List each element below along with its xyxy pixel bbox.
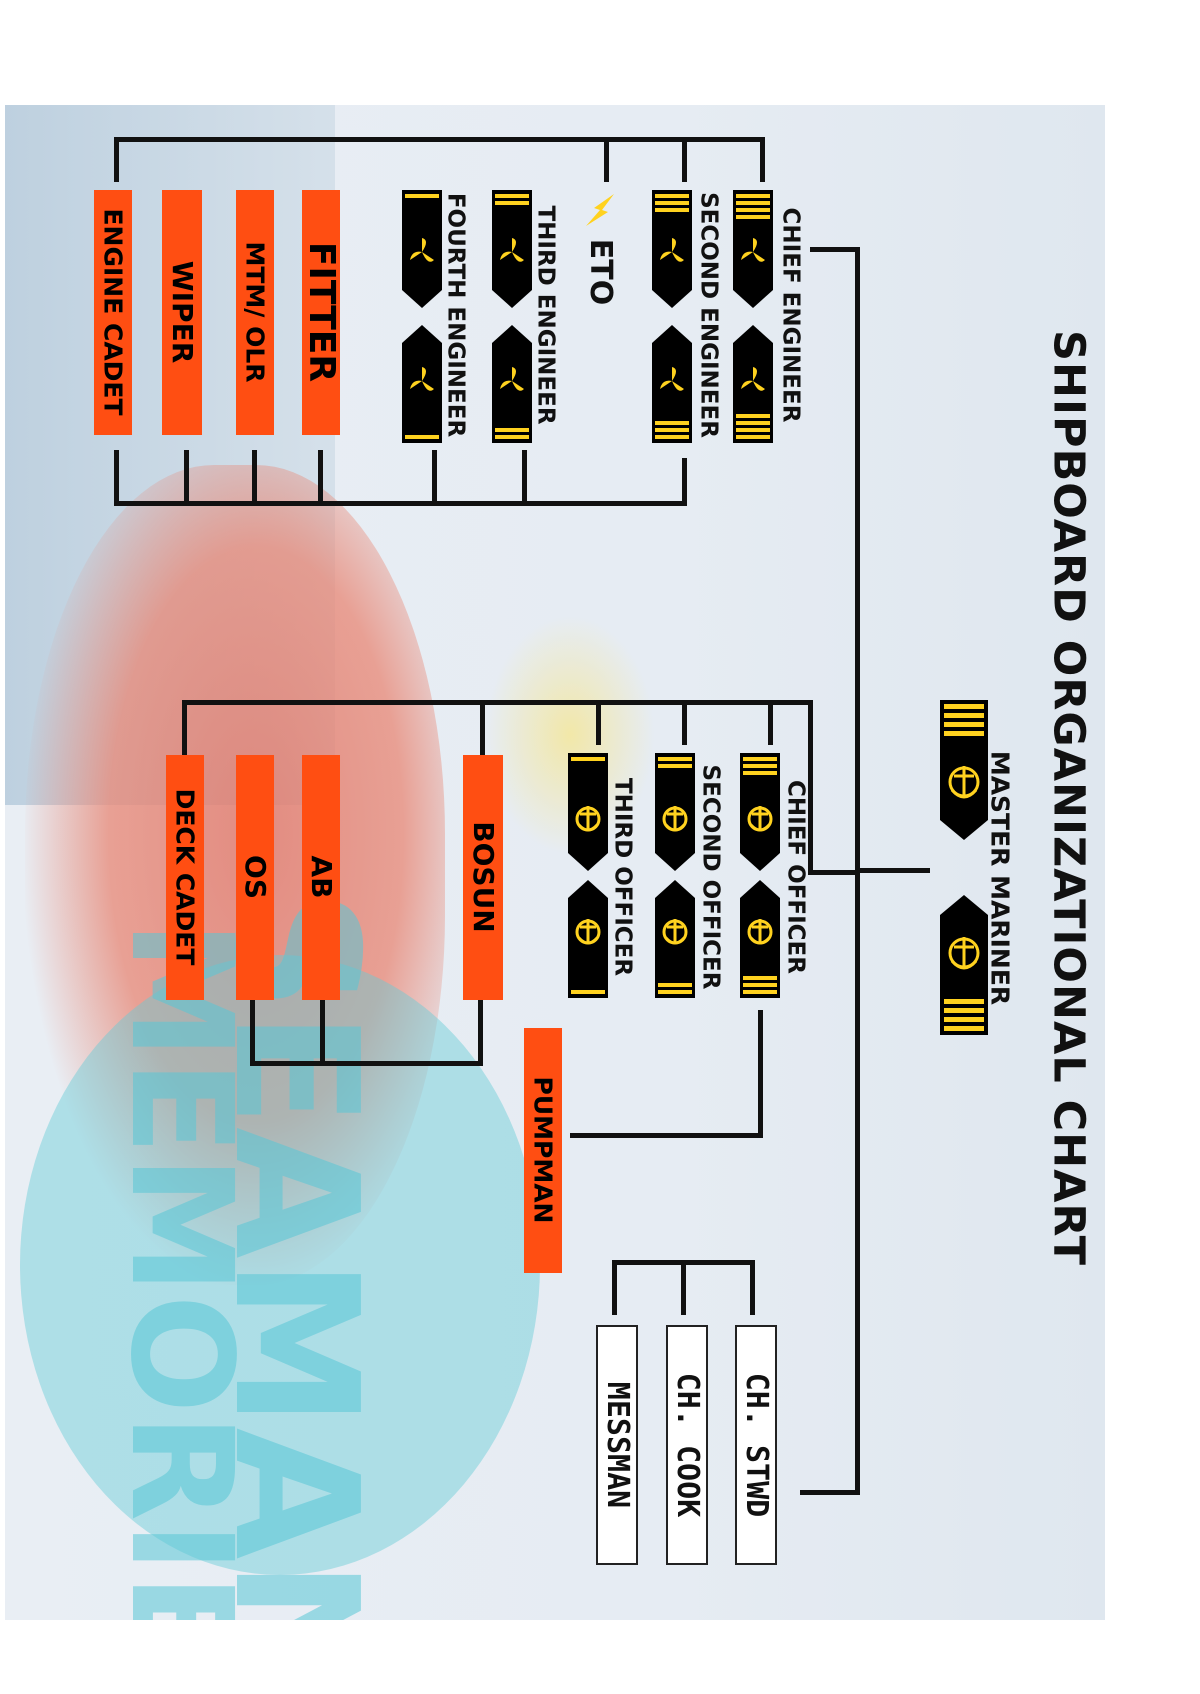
engine-drop-cadet — [114, 137, 119, 182]
chart-poster: SEAMAN MEMORIES — [5, 105, 1105, 1620]
background-watermark-circle — [20, 955, 540, 1575]
engine-rise-second — [682, 458, 687, 506]
connector-to-chief-engineer — [810, 247, 860, 252]
deck-bosun-bracket — [250, 1061, 483, 1066]
pumpman-box — [524, 1028, 562, 1273]
chief-engineer-epaulette-1 — [733, 190, 773, 308]
second-officer-epaulette-2 — [655, 880, 695, 998]
deck-bracket-top — [182, 700, 812, 705]
eto-label: ETO — [583, 238, 618, 306]
ab-label: AB — [305, 855, 338, 899]
engine-rise-third — [522, 450, 527, 506]
catering-drop-stwd — [750, 1260, 755, 1315]
mtm-olr-label: MTM/ OLR — [240, 241, 270, 383]
catering-drop-messman — [612, 1260, 617, 1315]
pumpman-connector-vertical — [758, 1010, 763, 1138]
master-label: MASTER MARINER — [985, 750, 1015, 1006]
engine-rise-fourth — [432, 450, 437, 506]
ab-box — [302, 755, 340, 1000]
engine-bracket-bottom — [114, 501, 687, 506]
mtm-olr-box — [236, 190, 274, 435]
messman-box — [596, 1325, 638, 1565]
messman-label: MESSMAN — [600, 1381, 635, 1509]
third-engineer-label: THIRD ENGINEER — [532, 205, 559, 425]
deck-drop-second — [682, 700, 687, 745]
fourth-engineer-epaulette-1 — [402, 190, 442, 308]
deck-bosun-rise — [478, 1000, 483, 1066]
master-epaulette-2 — [940, 895, 988, 1035]
chief-officer-epaulette-2 — [740, 880, 780, 998]
bosun-box — [463, 755, 503, 1000]
deck-os-rise — [250, 1000, 255, 1066]
connector-deck-stub — [808, 700, 813, 875]
wiper-box — [162, 190, 202, 435]
deck-cadet-label: DECK CADET — [170, 788, 200, 966]
connector-to-catering — [800, 1490, 860, 1495]
third-engineer-epaulette-1 — [492, 190, 532, 308]
chief-engineer-epaulette-2 — [733, 325, 773, 443]
chief-cook-box — [666, 1325, 708, 1565]
os-label: OS — [239, 855, 272, 899]
third-officer-label: THIRD OFFICER — [609, 777, 636, 977]
os-box — [236, 755, 274, 1000]
pumpman-connector-horizontal — [570, 1133, 763, 1138]
engine-rise-mtm — [252, 450, 257, 506]
deck-drop-cadet — [182, 700, 187, 755]
background-worker-figure — [25, 465, 445, 1285]
fitter-box — [302, 190, 340, 435]
second-officer-epaulette-1 — [655, 753, 695, 871]
engine-cadet-box — [94, 190, 132, 435]
third-engineer-epaulette-2 — [492, 325, 532, 443]
chief-engineer-label: CHIEF ENGINEER — [777, 207, 804, 423]
chief-officer-epaulette-1 — [740, 753, 780, 871]
lightning-icon — [586, 194, 614, 226]
engine-rise-fitter — [318, 450, 323, 506]
third-officer-epaulette-1 — [568, 753, 608, 871]
deck-ab-rise — [320, 1000, 325, 1066]
chief-cook-label: CH. COOK — [670, 1372, 705, 1518]
deck-drop-third — [596, 700, 601, 745]
pumpman-label: PUMPMAN — [528, 1076, 558, 1224]
deck-drop-bosun — [480, 700, 485, 755]
deck-drop-chief — [768, 700, 773, 745]
fitter-label: FITTER — [301, 241, 342, 383]
bosun-label: BOSUN — [467, 821, 500, 933]
engine-drop-chief — [760, 137, 765, 182]
wiper-label: WIPER — [166, 260, 199, 364]
fourth-engineer-epaulette-2 — [402, 325, 442, 443]
deck-cadet-box — [166, 755, 204, 1000]
catering-drop-cook — [681, 1260, 686, 1315]
fourth-engineer-label: FOURTH ENGINEER — [442, 192, 469, 438]
engine-rise-cadet — [114, 450, 119, 506]
engine-bracket-top — [114, 137, 765, 142]
connector-master-stub — [860, 868, 930, 873]
engine-rise-wiper — [184, 450, 189, 506]
second-officer-label: SECOND OFFICER — [697, 764, 724, 990]
chief-officer-label: CHIEF OFFICER — [782, 780, 809, 974]
master-epaulette-1 — [940, 700, 988, 840]
third-officer-epaulette-2 — [568, 880, 608, 998]
second-engineer-epaulette-1 — [652, 190, 692, 308]
engine-drop-eto — [604, 137, 609, 182]
second-engineer-label: SECOND ENGINEER — [695, 192, 722, 438]
chief-steward-box — [735, 1325, 777, 1565]
engine-cadet-label: ENGINE CADET — [98, 208, 128, 416]
connector-to-chief-officer — [810, 870, 860, 875]
watermark-line-2: MEMORIES — [99, 920, 262, 1620]
engine-drop-second — [682, 137, 687, 182]
chief-steward-label: CH. STWD — [739, 1372, 774, 1518]
chart-title: SHIPBOARD ORGANIZATIONAL CHART — [1043, 330, 1094, 1266]
second-engineer-epaulette-2 — [652, 325, 692, 443]
